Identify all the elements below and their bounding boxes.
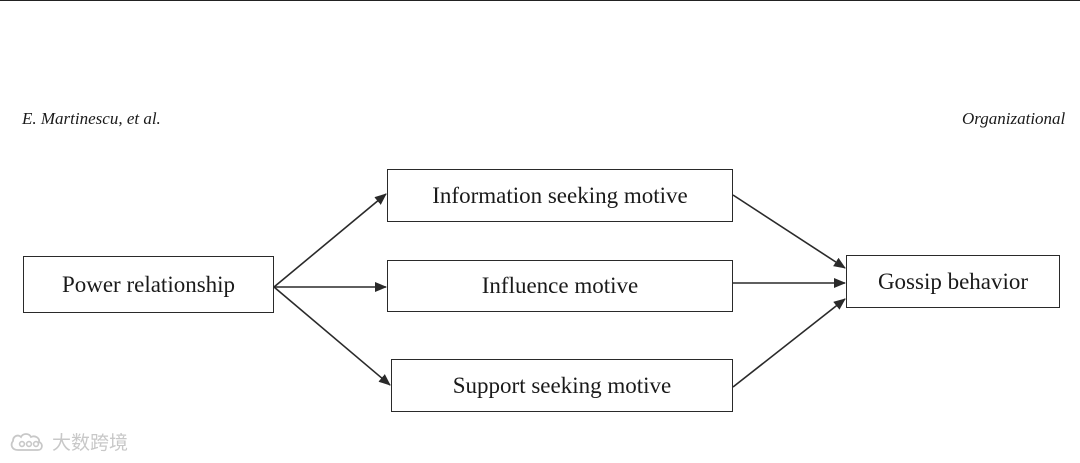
edge-power-to-info [273, 193, 387, 288]
edge-info-to-gossip [732, 194, 846, 269]
node-label: Influence motive [481, 273, 639, 298]
node-label: Support seeking motive [452, 372, 672, 398]
node-label: Information seeking motive [432, 182, 688, 208]
node-influence-motive: Influence motive [387, 260, 733, 312]
running-header-authors: E. Martinescu, et al. [22, 109, 161, 128]
edge-power-to-support [273, 286, 391, 386]
node-label: Power relationship [61, 271, 236, 297]
node-support-seeking-motive: Support seeking motive [391, 359, 733, 412]
node-information-seeking-motive: Information seeking motive [387, 169, 733, 222]
node-label: Gossip behavior [877, 268, 1029, 294]
cloud-logo-icon [10, 432, 43, 451]
watermark-text: 大数跨境 [52, 432, 129, 454]
node-gossip-behavior: Gossip behavior [846, 255, 1060, 308]
watermark: 大数跨境 [8, 428, 128, 455]
top-rule [0, 0, 1080, 1]
running-header-journal: Organizational [962, 109, 1066, 128]
edge-support-to-gossip [732, 298, 846, 388]
node-power-relationship: Power relationship [23, 256, 274, 313]
